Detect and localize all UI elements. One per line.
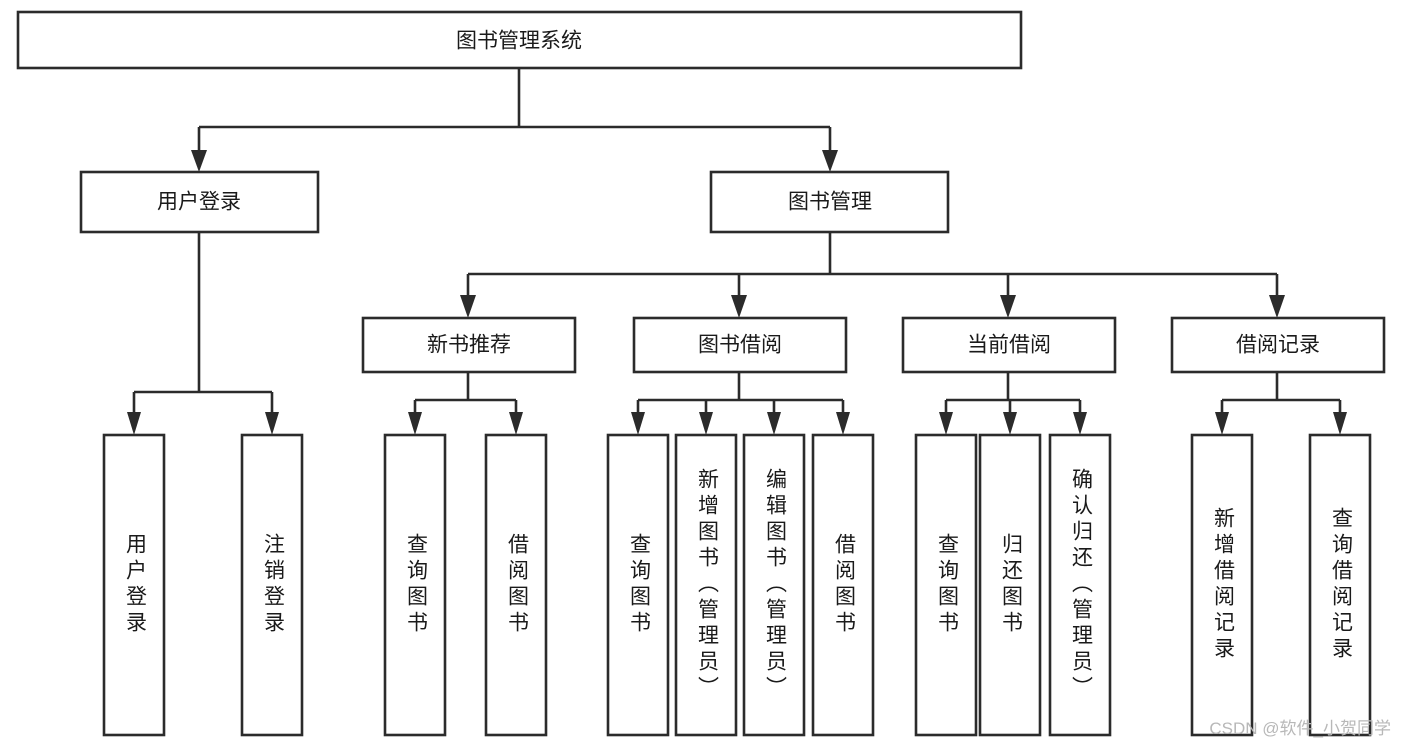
node-leaf-user-login-1[interactable]: 用户登录 [102, 433, 166, 737]
node-box-leaf-user-login-2[interactable] [240, 433, 304, 737]
node-box-book-borrow[interactable] [632, 316, 848, 374]
node-box-leaf-current-borrow-3[interactable] [1048, 433, 1112, 737]
arrow-head-current-borrow [1000, 295, 1016, 318]
node-leaf-current-borrow-2[interactable]: 归还图书 [978, 433, 1042, 737]
node-book-borrow[interactable]: 图书借阅 [632, 316, 848, 374]
node-label-book-management: 图书管理 [788, 191, 872, 214]
arrow-head-borrow-record [1269, 295, 1285, 318]
node-label-current-borrow: 当前借阅 [967, 334, 1051, 357]
node-label-leaf-book-borrow-3: 编辑图书（管理员） [763, 468, 787, 702]
arrow-head-book-borrow-leaf-2 [699, 412, 713, 435]
arrow-head-current-borrow-leaf-2 [1003, 412, 1017, 435]
node-box-leaf-new-book-1[interactable] [383, 433, 447, 737]
arrow-head-book-borrow [731, 295, 747, 318]
node-label-leaf-current-borrow-2: 归还图书 [999, 533, 1023, 637]
node-label-leaf-book-borrow-4: 借阅图书 [832, 533, 856, 637]
arrow-head-borrow-record-leaf-2 [1333, 412, 1347, 435]
node-root-system[interactable]: 图书管理系统 [16, 10, 1023, 70]
connector-layer [127, 68, 1347, 435]
arrow-head-book-borrow-leaf-1 [631, 412, 645, 435]
node-leaf-borrow-record-1[interactable]: 新增借阅记录 [1190, 433, 1254, 737]
node-label-leaf-current-borrow-1: 查询图书 [935, 533, 959, 637]
node-leaf-current-borrow-1[interactable]: 查询图书 [914, 433, 978, 737]
node-label-new-book-recommend: 新书推荐 [427, 334, 511, 357]
node-label-leaf-user-login-2: 注销登录 [261, 533, 285, 637]
node-label-leaf-book-borrow-1: 查询图书 [627, 533, 651, 637]
node-box-leaf-borrow-record-2[interactable] [1308, 433, 1372, 737]
node-label-user-login: 用户登录 [157, 191, 241, 214]
node-leaf-book-borrow-3[interactable]: 编辑图书（管理员） [742, 433, 806, 737]
arrow-head-borrow-record-leaf-1 [1215, 412, 1229, 435]
node-box-leaf-user-login-1[interactable] [102, 433, 166, 737]
node-leaf-book-borrow-2[interactable]: 新增图书（管理员） [674, 433, 738, 737]
node-box-current-borrow[interactable] [901, 316, 1117, 374]
node-label-root-system: 图书管理系统 [456, 30, 582, 53]
node-label-leaf-new-book-1: 查询图书 [404, 533, 428, 637]
node-leaf-user-login-2[interactable]: 注销登录 [240, 433, 304, 737]
node-book-management[interactable]: 图书管理 [709, 170, 950, 234]
node-leaf-borrow-record-2[interactable]: 查询借阅记录 [1308, 433, 1372, 737]
node-leaf-book-borrow-4[interactable]: 借阅图书 [811, 433, 875, 737]
node-current-borrow[interactable]: 当前借阅 [901, 316, 1117, 374]
watermark-text: CSDN @软件_小贺同学 [1209, 719, 1391, 738]
arrow-head-user-login [191, 150, 207, 172]
arrow-head-current-borrow-leaf-1 [939, 412, 953, 435]
node-leaf-book-borrow-1[interactable]: 查询图书 [606, 433, 670, 737]
node-user-login[interactable]: 用户登录 [79, 170, 320, 234]
node-box-leaf-borrow-record-1[interactable] [1190, 433, 1254, 737]
node-box-new-book-recommend[interactable] [361, 316, 577, 374]
arrow-head-leaf-user-login-1 [127, 412, 141, 435]
node-label-book-borrow: 图书借阅 [698, 334, 782, 357]
node-box-leaf-book-borrow-4[interactable] [811, 433, 875, 737]
node-leaf-current-borrow-3[interactable]: 确认归还（管理员） [1048, 433, 1112, 737]
arrow-head-book-borrow-leaf-3 [767, 412, 781, 435]
node-label-leaf-borrow-record-2: 查询借阅记录 [1329, 507, 1353, 663]
node-label-leaf-new-book-2: 借阅图书 [505, 533, 529, 637]
arrow-head-new-book-leaf-2 [509, 412, 523, 435]
node-box-user-login[interactable] [79, 170, 320, 234]
node-box-leaf-current-borrow-1[interactable] [914, 433, 978, 737]
arrow-head-book-mgmt [822, 150, 838, 172]
arrow-head-new-book-recommend [460, 295, 476, 318]
node-box-leaf-new-book-2[interactable] [484, 433, 548, 737]
node-leaf-new-book-2[interactable]: 借阅图书 [484, 433, 548, 737]
node-box-leaf-book-borrow-2[interactable] [674, 433, 738, 737]
node-label-leaf-current-borrow-3: 确认归还（管理员） [1069, 468, 1093, 702]
node-box-leaf-book-borrow-3[interactable] [742, 433, 806, 737]
node-box-borrow-record[interactable] [1170, 316, 1386, 374]
arrow-head-current-borrow-leaf-3 [1073, 412, 1087, 435]
arrow-head-new-book-leaf-1 [408, 412, 422, 435]
node-box-root-system[interactable] [16, 10, 1023, 70]
node-leaf-new-book-1[interactable]: 查询图书 [383, 433, 447, 737]
arrow-head-leaf-user-login-2 [265, 412, 279, 435]
node-label-leaf-book-borrow-2: 新增图书（管理员） [695, 468, 719, 702]
node-borrow-record[interactable]: 借阅记录 [1170, 316, 1386, 374]
arrow-head-book-borrow-leaf-4 [836, 412, 850, 435]
node-box-leaf-book-borrow-1[interactable] [606, 433, 670, 737]
node-label-borrow-record: 借阅记录 [1236, 334, 1320, 357]
node-box-book-management[interactable] [709, 170, 950, 234]
node-label-leaf-borrow-record-1: 新增借阅记录 [1211, 507, 1235, 663]
node-new-book-recommend[interactable]: 新书推荐 [361, 316, 577, 374]
node-box-leaf-current-borrow-2[interactable] [978, 433, 1042, 737]
node-label-leaf-user-login-1: 用户登录 [123, 533, 147, 637]
